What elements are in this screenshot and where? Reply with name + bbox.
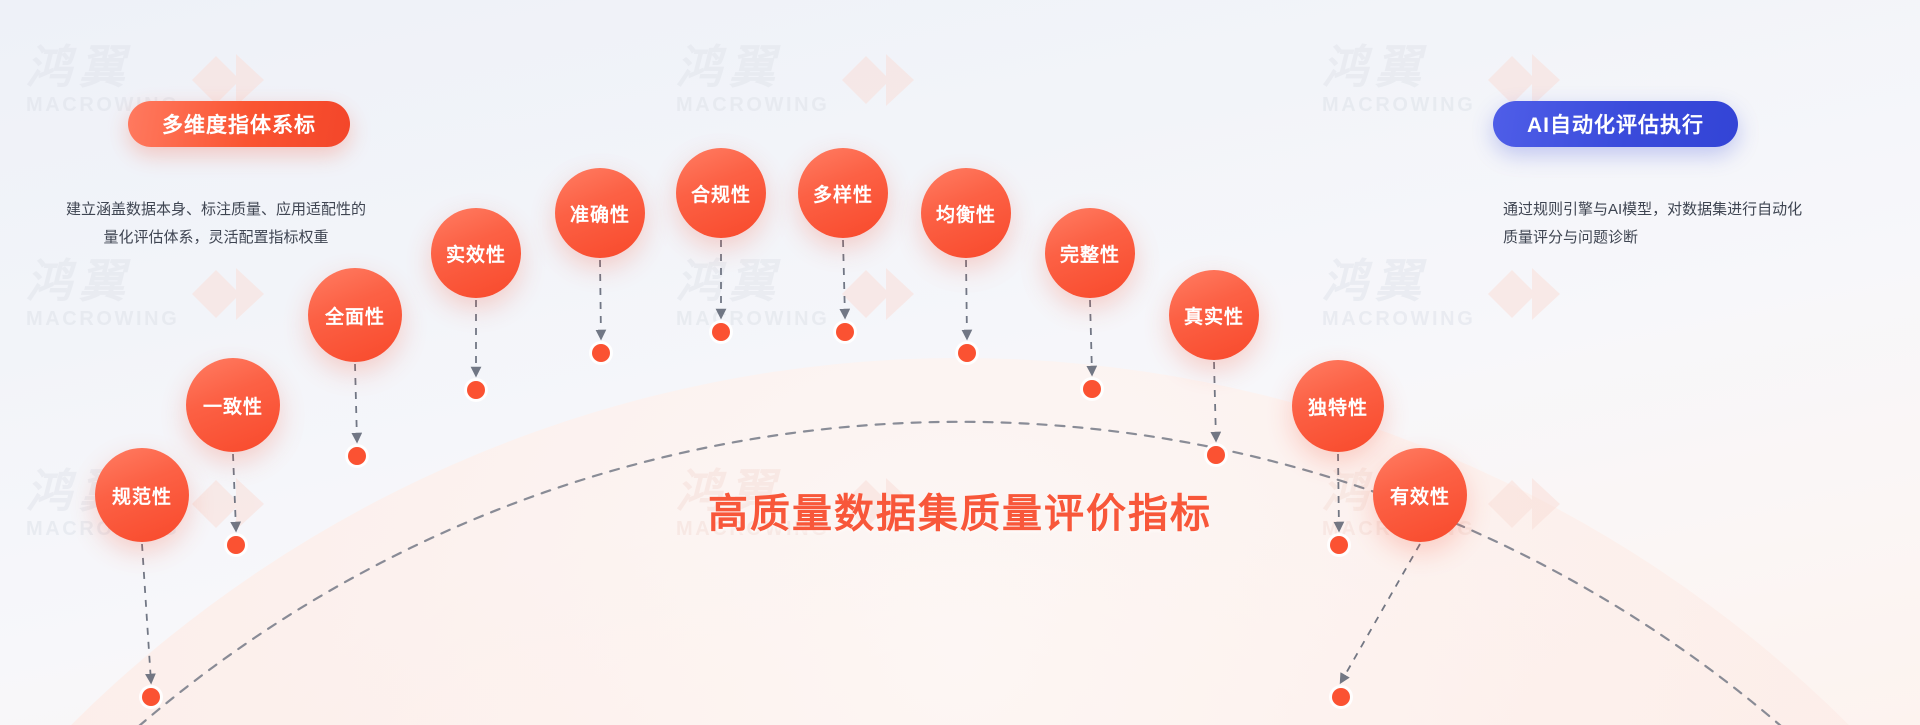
bubble-to-node-connector xyxy=(1333,453,1345,533)
metric-bubble[interactable]: 一致性 xyxy=(186,358,280,452)
metric-bubble[interactable]: 完整性 xyxy=(1045,208,1135,298)
arc-node-dot[interactable] xyxy=(836,323,854,341)
metric-bubble[interactable]: 真实性 xyxy=(1169,270,1259,360)
metric-bubble-label: 全面性 xyxy=(324,306,385,328)
arc-node-dot[interactable] xyxy=(1083,380,1101,398)
metric-bubble-label: 真实性 xyxy=(1183,306,1244,328)
metric-bubble-label: 多样性 xyxy=(812,184,873,206)
arc-node-dot[interactable] xyxy=(467,381,485,399)
arc-node-dot[interactable] xyxy=(227,536,245,554)
metric-bubble-label: 独特性 xyxy=(1307,397,1368,419)
left-description: 建立涵盖数据本身、标注质量、应用适配性的 量化评估体系，灵活配置指标权重 xyxy=(36,196,396,252)
badge-label-right: AI自动化评估执行 xyxy=(1527,114,1704,137)
bubble-to-node-connector xyxy=(839,239,851,320)
page-title: 高质量数据集质量评价指标 xyxy=(708,492,1212,536)
bubble-to-node-connector xyxy=(595,259,607,341)
arc-node-dot[interactable] xyxy=(958,344,976,362)
bubble-to-node-connector xyxy=(230,453,242,533)
metric-bubble-label: 准确性 xyxy=(569,204,630,226)
arc-node-dot[interactable] xyxy=(592,344,610,362)
bubble-to-node-connector xyxy=(961,259,973,341)
metric-bubble-label: 规范性 xyxy=(111,486,172,508)
metric-bubble-label: 实效性 xyxy=(445,244,506,266)
badge-label-left: 多维度指体系标 xyxy=(162,114,316,137)
metric-bubble[interactable]: 全面性 xyxy=(308,268,402,362)
badge-ai-automated-evaluation[interactable]: AI自动化评估执行 xyxy=(1493,101,1738,147)
metric-bubble[interactable]: 准确性 xyxy=(555,168,645,258)
metric-bubble[interactable]: 有效性 xyxy=(1373,448,1467,542)
bubble-to-node-connector xyxy=(1339,543,1421,685)
arc-node-dot[interactable] xyxy=(1207,446,1225,464)
bubble-to-node-connector xyxy=(1086,299,1098,377)
badge-multidimensional-system[interactable]: 多维度指体系标 xyxy=(128,101,350,147)
arc-node-dot[interactable] xyxy=(142,688,160,706)
metric-bubble-label: 合规性 xyxy=(690,184,751,206)
bubble-to-node-connector xyxy=(1210,361,1222,443)
metric-bubble[interactable]: 规范性 xyxy=(95,448,189,542)
bubble-to-node-connector xyxy=(141,543,156,685)
left-desc-line-2: 量化评估体系，灵活配置指标权重 xyxy=(103,229,329,246)
metric-bubble[interactable]: 多样性 xyxy=(798,148,888,238)
metric-bubble[interactable]: 合规性 xyxy=(676,148,766,238)
bubble-to-node-connector xyxy=(351,363,363,444)
metric-bubble[interactable]: 实效性 xyxy=(431,208,521,298)
arc-node-dot[interactable] xyxy=(1330,536,1348,554)
metric-bubble-label: 完整性 xyxy=(1059,244,1120,266)
left-desc-line-1: 建立涵盖数据本身、标注质量、应用适配性的 xyxy=(65,201,366,218)
right-desc-line-2: 质量评分与问题诊断 xyxy=(1503,229,1639,246)
metric-bubble-label: 有效性 xyxy=(1389,486,1450,508)
metric-bubble-label: 均衡性 xyxy=(935,204,996,226)
metric-bubble-label: 一致性 xyxy=(202,396,263,418)
right-description: 通过规则引擎与AI模型，对数据集进行自动化 质量评分与问题诊断 xyxy=(1503,196,1903,252)
metric-bubble[interactable]: 均衡性 xyxy=(921,168,1011,258)
right-desc-line-1: 通过规则引擎与AI模型，对数据集进行自动化 xyxy=(1503,201,1803,218)
arc-node-dot[interactable] xyxy=(348,447,366,465)
arc-node-dot[interactable] xyxy=(712,323,730,341)
metric-bubble[interactable]: 独特性 xyxy=(1292,360,1384,452)
arc-node-dot[interactable] xyxy=(1332,688,1350,706)
